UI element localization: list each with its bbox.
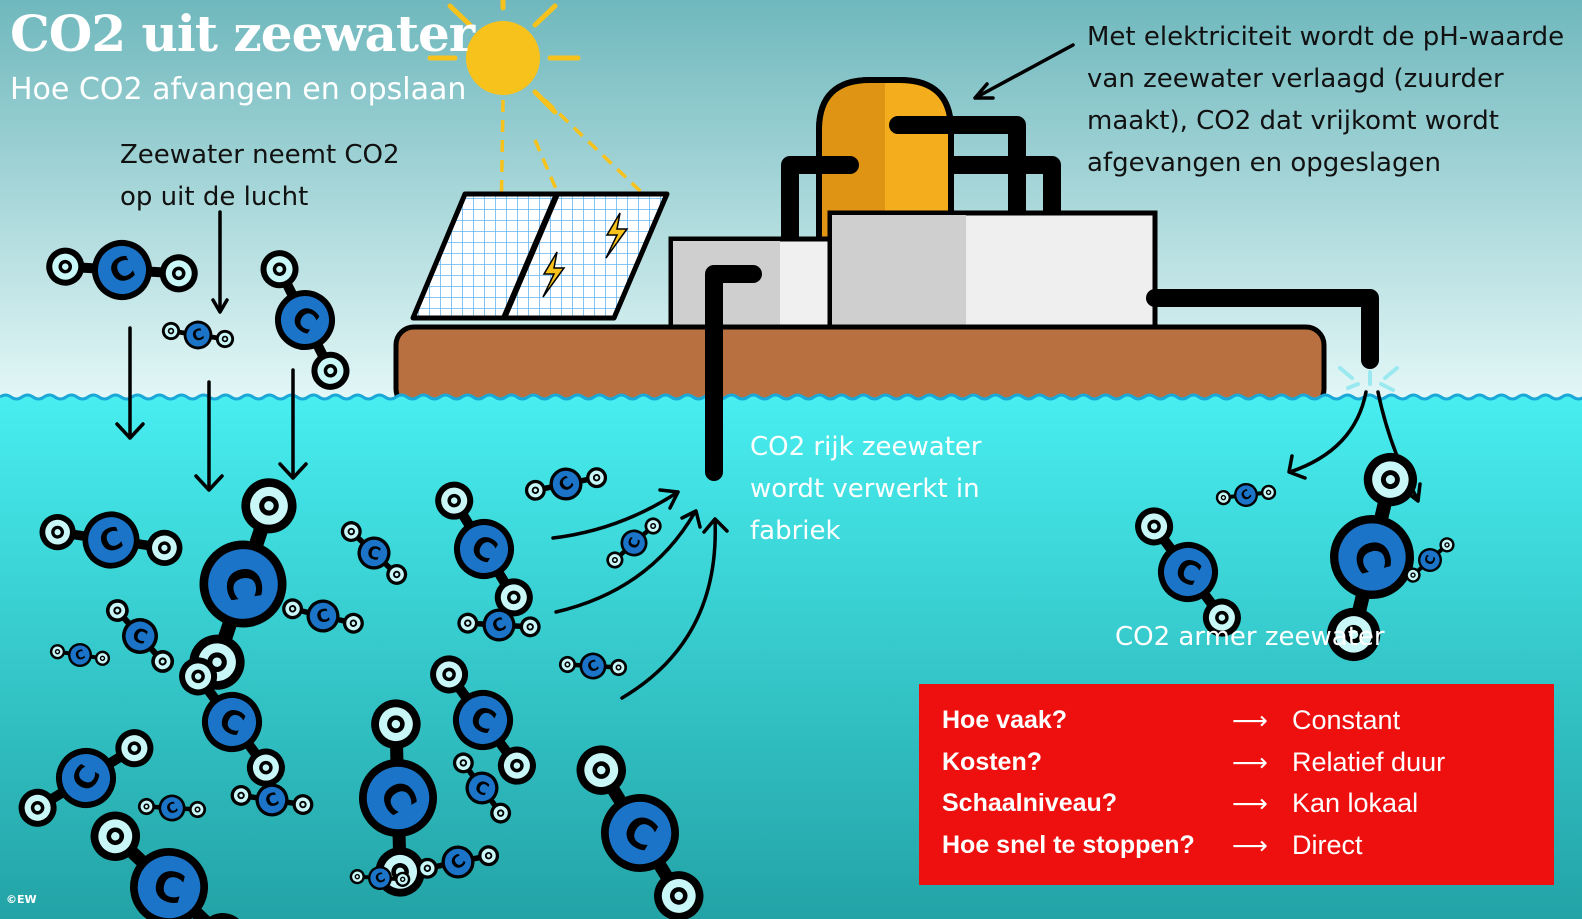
fact-question: Hoe snel te stoppen? bbox=[942, 830, 1195, 859]
carbon-atom-label: C bbox=[263, 789, 282, 812]
fact-answer: Direct bbox=[1292, 829, 1363, 860]
lightning-bolt-icon bbox=[605, 212, 629, 259]
carbon-atom-label: C bbox=[365, 543, 383, 566]
sun-ray-beams bbox=[498, 98, 662, 291]
credit: ©EW bbox=[6, 893, 37, 906]
water-splash bbox=[1338, 366, 1399, 392]
arrow-right-icon: ⟶ bbox=[1232, 706, 1268, 736]
page-subtitle: Hoe CO2 afvangen en opslaan bbox=[10, 72, 467, 107]
solar-panel-icon bbox=[410, 191, 670, 321]
fact-question: Schaalniveau? bbox=[942, 789, 1118, 818]
intake-pipe bbox=[705, 265, 762, 481]
arrow-right-icon: ⟶ bbox=[1232, 747, 1268, 777]
co2-poor-label: CO2 armer zeewater bbox=[1115, 622, 1385, 652]
flow-arrows bbox=[115, 43, 1422, 700]
uptake-annotation: Zeewater neemt CO2 op uit de lucht bbox=[120, 140, 400, 212]
arrow-right-icon: ⟶ bbox=[1232, 830, 1268, 860]
factory-icon bbox=[668, 77, 1379, 369]
carbon-atom-label: C bbox=[314, 606, 332, 629]
fact-answer: Kan lokaal bbox=[1292, 788, 1419, 819]
fact-row: Kosten? ⟶ Relatief duur bbox=[942, 742, 1554, 784]
lightning-bolt-icon bbox=[542, 251, 566, 298]
fact-question: Hoe vaak? bbox=[942, 706, 1068, 735]
page-title: CO2 uit zeewater bbox=[10, 4, 475, 63]
fact-question: Kosten? bbox=[942, 747, 1042, 776]
wave-line bbox=[0, 393, 1582, 401]
facts-box: Hoe vaak? ⟶ Constant Kosten? ⟶ Relatief … bbox=[919, 684, 1554, 885]
co2-rich-label: CO2 rijk zeewater wordt verwerkt in fabr… bbox=[750, 432, 982, 546]
fact-row: Hoe vaak? ⟶ Constant bbox=[942, 700, 1554, 742]
process-annotation: Met elektriciteit wordt de pH-waarde van… bbox=[1087, 22, 1565, 178]
fact-row: Hoe snel te stoppen? ⟶ Direct bbox=[942, 825, 1554, 867]
arrow-right-icon: ⟶ bbox=[1232, 789, 1268, 819]
fact-answer: Constant bbox=[1292, 705, 1401, 736]
fact-answer: Relatief duur bbox=[1292, 746, 1446, 777]
carbon-atom-label: C bbox=[626, 536, 645, 551]
fact-row: Schaalniveau? ⟶ Kan lokaal bbox=[942, 783, 1554, 825]
